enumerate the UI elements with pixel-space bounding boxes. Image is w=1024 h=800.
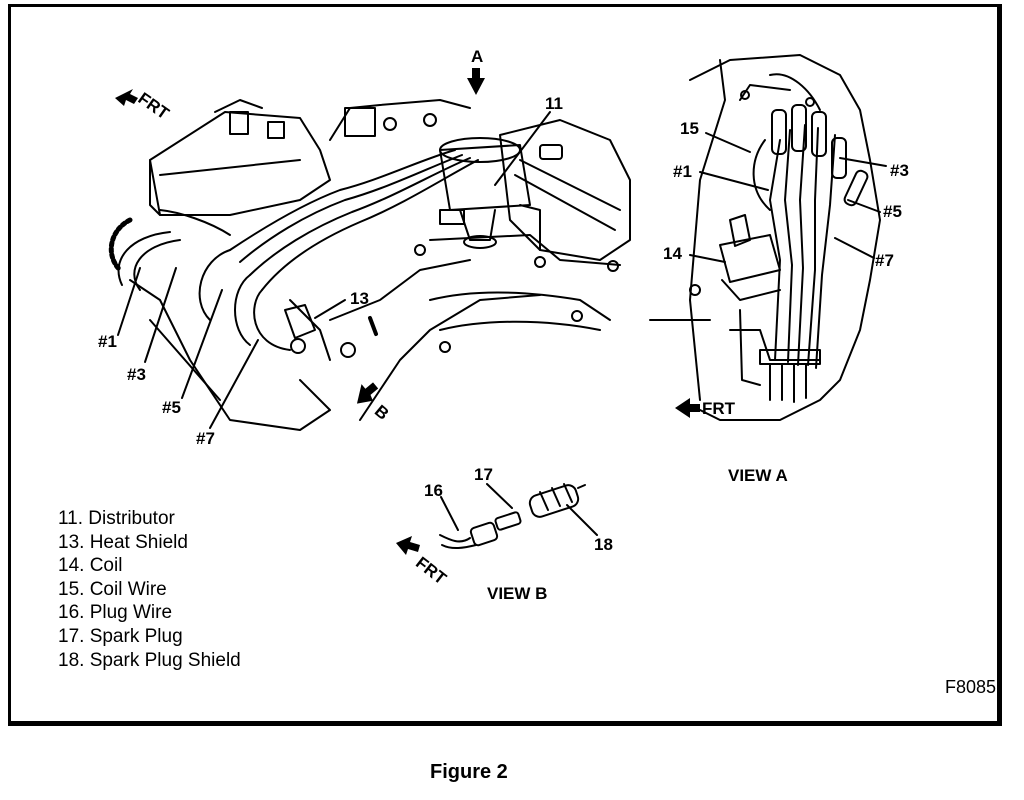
view-b-illustration	[439, 483, 586, 549]
view-a-callout-5: #5	[883, 202, 902, 221]
main-direction-arrows	[115, 68, 485, 404]
view-a-callout-14: 14	[663, 244, 682, 263]
view-a-callout-7: #7	[875, 251, 894, 270]
view-a-illustration	[649, 54, 881, 421]
legend-item: 13. Heat Shield	[58, 531, 188, 553]
view-b-callout-16: 16	[424, 481, 443, 500]
view-b-title: VIEW B	[487, 584, 548, 603]
view-a-front-arrow	[675, 398, 700, 418]
legend-item: 14. Coil	[58, 555, 123, 577]
callout-plug-5: #5	[162, 398, 181, 417]
figure-frame	[8, 4, 1002, 726]
view-arrow-b-label: B	[370, 401, 393, 424]
callout-plug-7: #7	[196, 429, 215, 448]
callout-13: 13	[350, 289, 369, 308]
front-label-main: FRT	[134, 88, 173, 124]
legend-item: 18. Spark Plug Shield	[58, 649, 241, 671]
front-label-view-b: FRT	[412, 553, 450, 589]
view-a-callout-15: 15	[680, 119, 699, 138]
main-engine-view	[108, 99, 631, 431]
view-b-callout-18: 18	[594, 535, 613, 554]
figure-id: F8085	[945, 677, 997, 697]
legend-item: 17. Spark Plug	[58, 625, 183, 647]
view-a-callout-1: #1	[673, 162, 692, 181]
view-arrow-a-label: A	[471, 47, 484, 66]
legend-item: 15. Coil Wire	[58, 578, 167, 600]
view-a-title: VIEW A	[728, 466, 788, 485]
callout-plug-1: #1	[98, 332, 117, 351]
view-a-callout-leaders	[689, 132, 887, 263]
front-label-view-a: FRT	[702, 399, 736, 418]
callout-plug-3: #3	[127, 365, 146, 384]
view-a-callout-3: #3	[890, 161, 909, 180]
callout-11: 11	[545, 94, 563, 113]
view-b-callout-leaders	[440, 483, 598, 536]
view-b-front-arrow	[396, 536, 420, 555]
legend-item: 11. Distributor	[58, 508, 175, 529]
legend-item: 16. Plug Wire	[58, 602, 173, 624]
parts-legend: 11. Distributor 13. Heat Shield 14. Coil…	[58, 507, 241, 672]
view-b-callout-17: 17	[474, 465, 493, 484]
main-callout-leaders	[117, 111, 551, 429]
figure-caption: Figure 2	[430, 761, 508, 783]
